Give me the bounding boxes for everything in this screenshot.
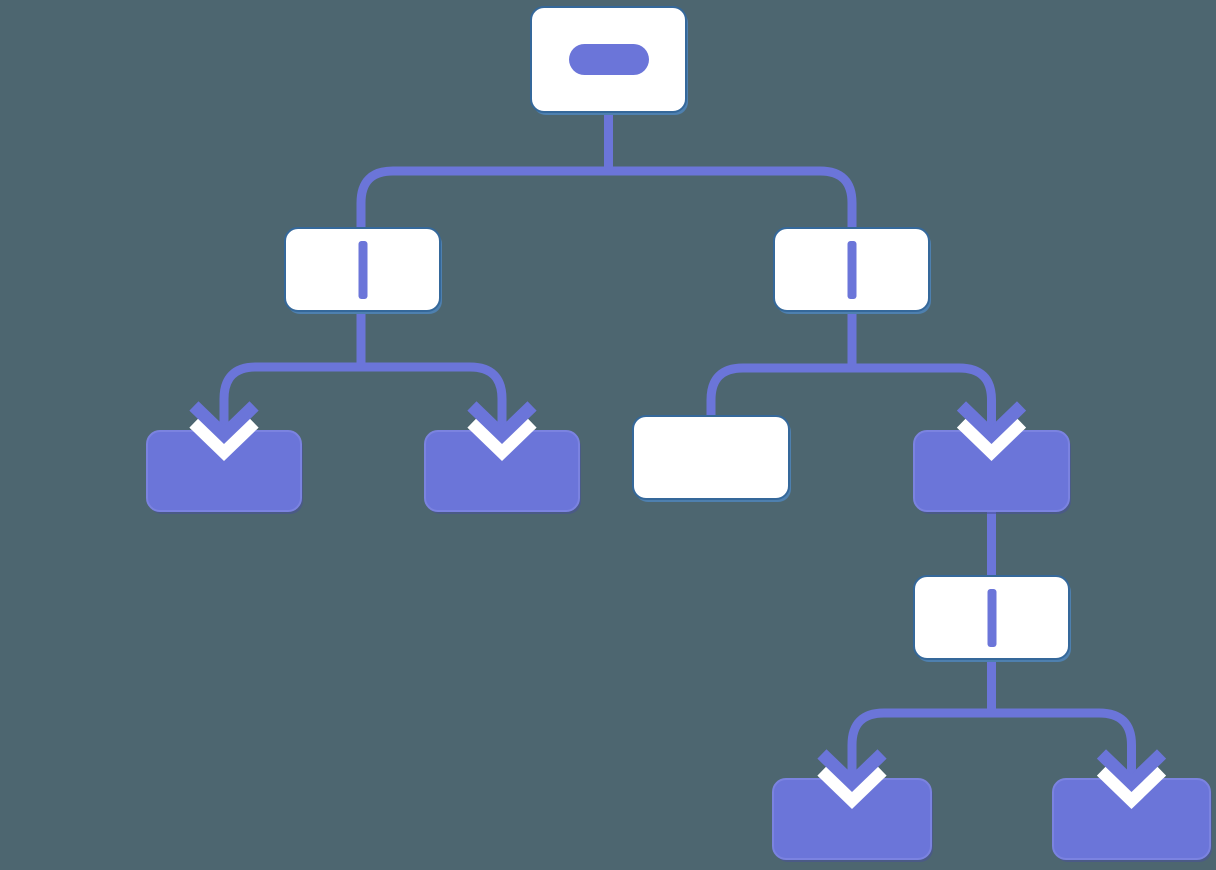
vertical-divider-bar-icon xyxy=(987,588,996,647)
node-child-white[interactable] xyxy=(632,415,790,500)
node-leaf-bottom-1[interactable] xyxy=(772,778,932,860)
node-root[interactable] xyxy=(530,6,687,113)
vertical-divider-bar-icon xyxy=(847,240,856,299)
node-leaf-left-1[interactable] xyxy=(146,430,302,512)
connector-level2-branch xyxy=(356,166,857,231)
vertical-divider-bar-icon xyxy=(358,240,367,299)
node-branch-left[interactable] xyxy=(284,227,441,312)
root-pill-icon xyxy=(568,44,649,75)
node-leaf-left-2[interactable] xyxy=(424,430,580,512)
node-child-purple[interactable] xyxy=(913,430,1070,512)
node-connector-card[interactable] xyxy=(913,575,1070,660)
node-leaf-bottom-2[interactable] xyxy=(1052,778,1211,860)
node-branch-right[interactable] xyxy=(773,227,930,312)
